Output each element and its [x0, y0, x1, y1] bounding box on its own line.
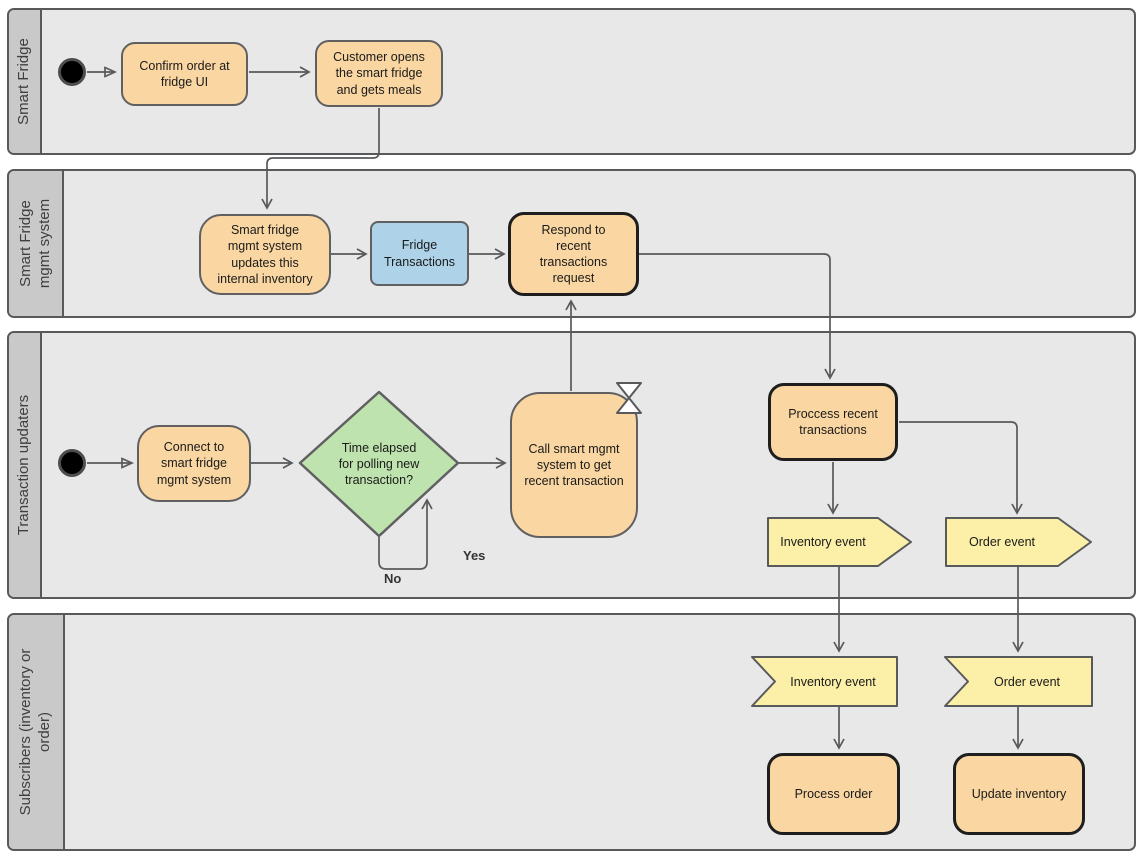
send-event-inventory [767, 517, 912, 567]
task-customer-opens: Customer opens the smart fridge and gets… [315, 40, 443, 107]
timer-hourglass-icon [616, 382, 642, 414]
task-update-inventory: Update inventory [953, 753, 1085, 835]
task-process-recent: Proccess recent transactions [768, 383, 898, 461]
edge-process-to-order-send [899, 421, 1023, 515]
send-event-order [945, 517, 1092, 567]
receive-event-inventory [751, 656, 898, 707]
send-event-inventory-label: Inventory event [780, 534, 866, 549]
datastore-fridge-transactions: Fridge Transactions [370, 221, 469, 286]
edge-respond-to-process-recent [639, 253, 836, 380]
lane-subscribers: Subscribers (inventory or order) [7, 613, 1136, 851]
lane-subscribers-header: Subscribers (inventory or order) [9, 615, 65, 849]
lane-transaction-updaters-header: Transaction updaters [9, 333, 42, 597]
decision-diamond [298, 390, 460, 538]
task-confirm-order: Confirm order at fridge UI [121, 42, 248, 106]
edge-customer-to-updates [261, 108, 380, 210]
task-process-order: Process order [767, 753, 900, 835]
task-call-mgmt: Call smart mgmt system to get recent tra… [510, 392, 638, 538]
edge-label-yes: Yes [463, 548, 486, 563]
edge-label-no: No [384, 571, 402, 586]
edge-decision-no-loop [378, 498, 433, 570]
lane-smart-fridge-header: Smart Fridge [9, 10, 42, 153]
start-node-transaction-updaters [58, 449, 86, 477]
task-connect-to: Connect to smart fridge mgmt system [137, 425, 251, 502]
receive-event-order-label: Order event [993, 674, 1060, 689]
task-updates-inventory: Smart fridge mgmt system updates this in… [199, 214, 331, 295]
lane-mgmt-system-header: Smart Fridge mgmt system [9, 171, 64, 316]
start-node-smart-fridge [58, 58, 86, 86]
task-respond-recent: Respond to recent transactions request [508, 212, 639, 296]
receive-event-inventory-label: Inventory event [790, 674, 876, 689]
send-event-order-label: Order event [968, 534, 1035, 549]
receive-event-order [944, 656, 1093, 707]
decision-time-elapsed-label: Time elapsed for polling new transaction… [338, 440, 420, 488]
